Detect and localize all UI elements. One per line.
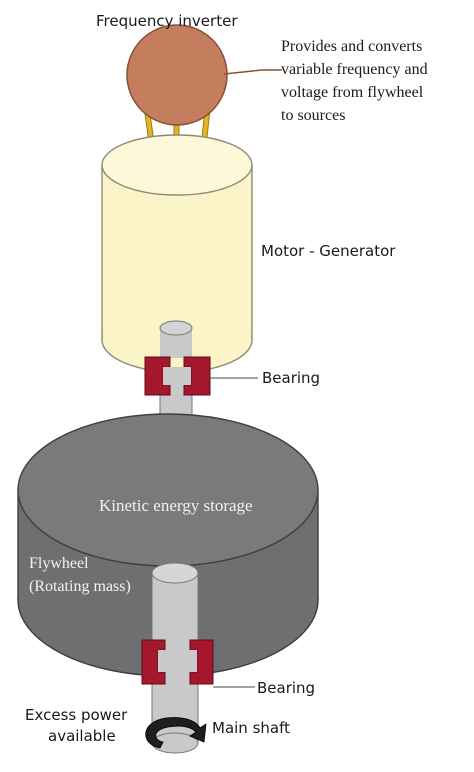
main-shaft-top [151,562,199,584]
rotation-arrow-icon [145,717,207,749]
lower-bearing-shaft-pass [158,650,197,672]
inverter-leader-line [223,69,282,75]
inverter-description-line-2: variable frequency and [281,61,428,78]
flywheel-label-line-1: Flywheel [29,555,89,572]
main-shaft-label: Main shaft [212,719,290,737]
motor-generator-label: Motor - Generator [261,242,396,260]
inverter-description-line-1: Provides and converts [281,38,422,55]
upper-shaft-group [144,320,258,423]
excess-power-label-line-1: Excess power [25,706,128,724]
upper-bearing-shaft-pass [163,367,191,385]
upper-bearing-label: Bearing [262,369,320,387]
lower-bearing-label: Bearing [257,679,315,697]
motor-generator-top [101,134,253,196]
flywheel-label-line-2: (Rotating mass) [29,578,131,595]
main-shaft-group [141,562,255,754]
inverter-description: Provides and converts variable frequency… [281,38,428,124]
flywheel-group [17,413,319,677]
frequency-inverter-disc [126,24,228,126]
excess-power-label-line-2: available [48,727,116,745]
upper-shaft-end [159,320,193,336]
flywheel-top-face [17,413,319,567]
inverter-description-line-3: voltage from flywheel [281,84,424,101]
frequency-inverter-label: Frequency inverter [96,12,238,30]
kinetic-energy-storage-label: Kinetic energy storage [99,496,253,515]
inverter-description-line-4: to sources [281,107,345,124]
motor-generator-group [101,134,253,373]
frequency-inverter-group [126,24,282,151]
